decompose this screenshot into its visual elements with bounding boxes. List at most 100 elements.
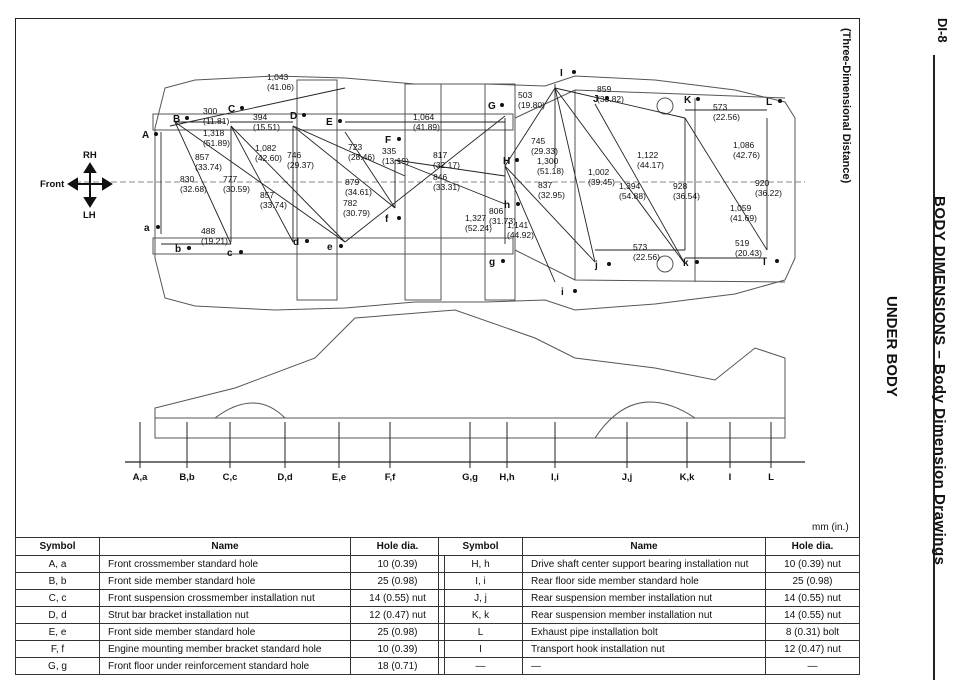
dimension-in: (36.54) bbox=[673, 191, 700, 201]
side-view-label: I,i bbox=[551, 472, 559, 483]
dimension-in: (33.74) bbox=[260, 200, 287, 210]
point-label-lower: g bbox=[489, 257, 495, 268]
dimension-in: (34.61) bbox=[345, 187, 372, 197]
dimension-mm: 1,064 bbox=[413, 112, 435, 122]
dimension-mm: 1,043 bbox=[267, 72, 289, 82]
dimension-in: (31.73) bbox=[489, 216, 516, 226]
dimension-in: (19.80) bbox=[518, 100, 545, 110]
dimension-mm: 857 bbox=[260, 190, 274, 200]
dimension-mm: 573 bbox=[713, 102, 727, 112]
section-line: BODY DIMENSIONS – Body Dimension Drawing… bbox=[931, 196, 948, 565]
measure-point bbox=[516, 202, 520, 206]
measure-point bbox=[187, 246, 191, 250]
cell-name: Drive shaft center support bearing insta… bbox=[522, 555, 766, 573]
side-view-label: B,b bbox=[179, 472, 195, 483]
cell-dia: 25 (0.98) bbox=[350, 623, 445, 641]
side-view-label: H,h bbox=[499, 472, 515, 483]
point-label-upper: H bbox=[503, 156, 510, 167]
cell-dia: 25 (0.98) bbox=[350, 572, 445, 590]
section-name: BODY DIMENSIONS bbox=[931, 196, 948, 346]
units-label: mm (in.) bbox=[812, 522, 849, 533]
col-dia: Hole dia. bbox=[350, 537, 445, 556]
point-label-lower: j bbox=[594, 260, 598, 271]
dimension-in: (51.18) bbox=[537, 166, 564, 176]
cell-symbol: G, g bbox=[15, 657, 100, 675]
side-view-label: E,e bbox=[332, 472, 346, 483]
point-label-upper: F bbox=[385, 135, 391, 146]
measure-point bbox=[778, 99, 782, 103]
measure-point bbox=[156, 225, 160, 229]
crossmember-2 bbox=[404, 83, 442, 301]
front-side-member-lh bbox=[152, 237, 514, 255]
dimension-in: (11.81) bbox=[203, 116, 229, 126]
cell-dia: 12 (0.47) nut bbox=[350, 606, 445, 624]
point-label-lower: a bbox=[144, 223, 150, 234]
dimension-mm: 782 bbox=[343, 198, 357, 208]
point-label-lower: l bbox=[763, 257, 766, 268]
measure-point bbox=[305, 239, 309, 243]
cell-name: Rear suspension member installation nut bbox=[522, 589, 766, 607]
dimension-mm: 879 bbox=[345, 177, 359, 187]
dimension-mm: 857 bbox=[195, 152, 209, 162]
cell-name: Front floor under reinforcement standard… bbox=[99, 657, 351, 675]
underbody-drawing: RH Front LH 1,043(41.06)300(11.81)394(15… bbox=[40, 68, 805, 483]
point-label-upper: L bbox=[766, 97, 772, 108]
measure-point bbox=[239, 250, 243, 254]
rear-frame bbox=[514, 89, 786, 283]
dimension-in: (42.76) bbox=[733, 150, 760, 160]
point-label-upper: A bbox=[142, 130, 149, 141]
dimension-mm: 573 bbox=[633, 242, 647, 252]
cell-dia: 10 (0.39) bbox=[350, 555, 445, 573]
dimension-mm: 503 bbox=[518, 90, 532, 100]
dimension-mm: 1,141 bbox=[507, 220, 529, 230]
dimension-in: (41.89) bbox=[413, 122, 440, 132]
dimension-mm: 723 bbox=[348, 142, 362, 152]
crossmember-1 bbox=[296, 79, 338, 301]
point-label-upper: G bbox=[488, 101, 496, 112]
dimension-mm: 1,082 bbox=[255, 143, 277, 153]
cell-symbol: E, e bbox=[15, 623, 100, 641]
point-label-upper: J bbox=[593, 94, 599, 105]
cell-dia: 18 (0.71) bbox=[350, 657, 445, 675]
side-view-label: I bbox=[729, 472, 732, 483]
cell-dia: — bbox=[765, 657, 860, 675]
front-side-member-rh bbox=[152, 113, 514, 131]
dimension-mm: 837 bbox=[538, 180, 552, 190]
measure-point bbox=[501, 259, 505, 263]
dimension-in: (54.88) bbox=[619, 191, 646, 201]
dimension-mm: 846 bbox=[433, 172, 447, 182]
dimension-mm: 806 bbox=[489, 206, 503, 216]
cell-name: — bbox=[522, 657, 766, 675]
dimension-in: (30.79) bbox=[343, 208, 370, 218]
col-name: Name bbox=[522, 537, 766, 556]
dimension-in: (32.95) bbox=[538, 190, 565, 200]
cell-symbol: F, f bbox=[15, 640, 100, 658]
point-label-upper: E bbox=[326, 117, 333, 128]
cell-name: Transport hook installation nut bbox=[522, 640, 766, 658]
point-label-upper: C bbox=[228, 104, 235, 115]
cell-symbol: L bbox=[438, 623, 523, 641]
cell-symbol: K, k bbox=[438, 606, 523, 624]
measure-point bbox=[696, 97, 700, 101]
crossmember-3 bbox=[484, 83, 516, 301]
cell-name: Rear floor side member standard hole bbox=[522, 572, 766, 590]
side-view-label: J,j bbox=[622, 472, 633, 483]
dimension-mm: 745 bbox=[531, 136, 545, 146]
cell-name: Exhaust pipe installation bolt bbox=[522, 623, 766, 641]
cell-name: Front crossmember standard hole bbox=[99, 555, 351, 573]
dimension-mm: 1,122 bbox=[637, 150, 659, 160]
cell-name: Engine mounting member bracket standard … bbox=[99, 640, 351, 658]
cell-name: Rear suspension member installation nut bbox=[522, 606, 766, 624]
page-id: DI-8 bbox=[935, 18, 950, 43]
point-label-lower: f bbox=[385, 214, 389, 225]
